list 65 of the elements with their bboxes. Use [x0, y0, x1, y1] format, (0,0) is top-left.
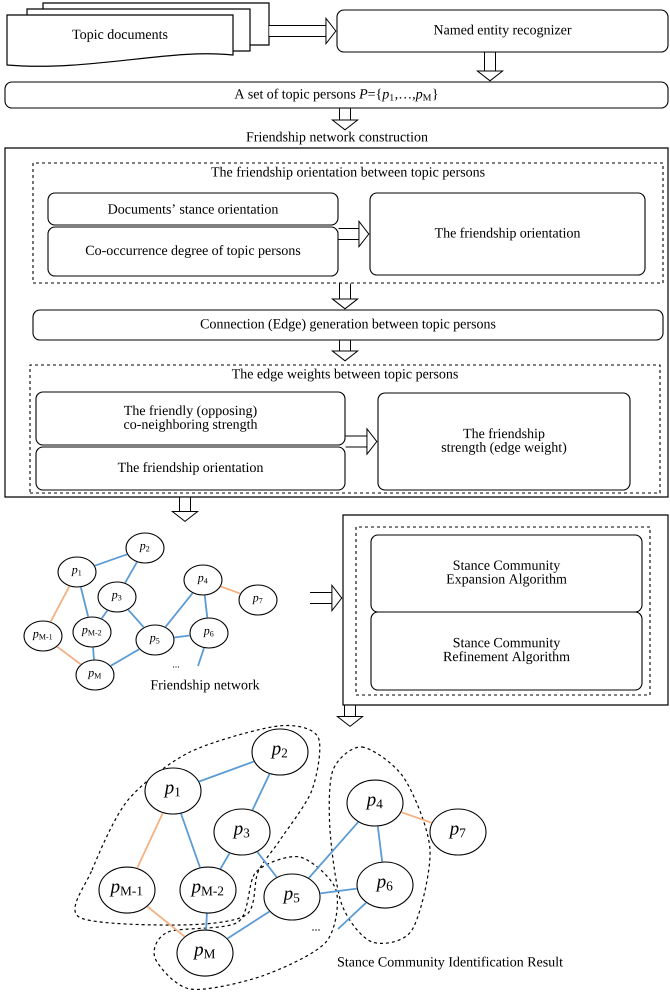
network-edge [80, 587, 90, 617]
network-edge [205, 914, 208, 930]
process-box: Stance Community Refinement Algorithm [370, 611, 643, 691]
person-node: p$_{M}$ [176, 929, 234, 977]
person-node: p$_{1}$ [57, 556, 97, 588]
dashed-group-box [355, 526, 651, 696]
network-edge [136, 812, 164, 868]
network-caption: Friendship network [150, 680, 260, 692]
person-node: p$_{6}$ [189, 617, 229, 649]
person-node: p$_{3}$ [213, 808, 271, 856]
network-edge [376, 826, 384, 862]
process-box: The friendship orientation [35, 446, 346, 491]
network-edge [146, 906, 186, 938]
network-edge [220, 586, 241, 594]
person-node: p$_{3}$ [97, 581, 137, 613]
person-node: p$_{6}$ [356, 861, 414, 909]
person-node: p$_{M}$ [75, 659, 115, 691]
person-node: p$_{M-2}$ [72, 616, 112, 648]
network-edge [180, 813, 201, 868]
process-box: Stance Community Expansion Algorithm [370, 534, 643, 613]
process-box: Co-occurrence degree of topic persons [47, 226, 339, 277]
person-node: p$_{2}$ [125, 532, 165, 564]
network-edge [110, 648, 140, 667]
network-edge [320, 888, 357, 894]
network-edge [124, 562, 138, 584]
process-box: A set of topic persons P={p$_{1}$,…,p$_{M}$} [4, 81, 669, 109]
network-edge [128, 609, 144, 628]
process-box: Named entity recognizer [336, 9, 669, 53]
person-node: p$_{M-1}$ [98, 866, 156, 914]
network-edge [94, 553, 128, 567]
network-edge [50, 586, 70, 622]
person-node: p$_{2}$ [251, 728, 309, 776]
result-caption: Stance Community Identification Result [338, 956, 563, 970]
network-edge [220, 852, 230, 870]
person-node: p$_{4}$ [346, 779, 404, 827]
process-box: The friendship strength (edge weight) [377, 392, 631, 491]
network-edge [174, 634, 190, 638]
network-edge [308, 821, 359, 879]
person-node: p$_{7}$ [429, 808, 487, 856]
network-edge [100, 610, 108, 620]
network-edge [164, 592, 194, 628]
network-edge [56, 646, 82, 666]
ellipsis-mark: ... [172, 666, 180, 668]
person-node: p$_{4}$ [183, 564, 223, 596]
network-edge [401, 811, 432, 824]
network-edge [204, 595, 208, 618]
process-box: The friendly (opposing) co-neighboring strength [35, 391, 346, 446]
module-frame [342, 514, 669, 706]
person-node: p$_{5}$ [263, 873, 321, 921]
process-box: Documents’ stance orientation [47, 192, 339, 226]
process-box: Connection (Edge) generation between topic persons [32, 309, 664, 341]
network-edge [227, 910, 270, 940]
network-edge [252, 774, 270, 810]
person-node: p$_{M-1}$ [23, 620, 63, 652]
person-node: p$_{M-2}$ [179, 866, 237, 914]
network-edge [198, 760, 254, 782]
network-edge [92, 647, 95, 660]
node-label: Friendship network construction [246, 132, 428, 144]
network-edge [337, 902, 367, 930]
person-node: p$_{5}$ [135, 624, 175, 656]
person-node: p$_{7}$ [238, 584, 278, 616]
network-edge [197, 648, 205, 666]
document-stack: Topic documents [6, 2, 270, 67]
process-box: The friendship orientation [369, 192, 646, 276]
person-node: p$_{1}$ [144, 767, 202, 815]
